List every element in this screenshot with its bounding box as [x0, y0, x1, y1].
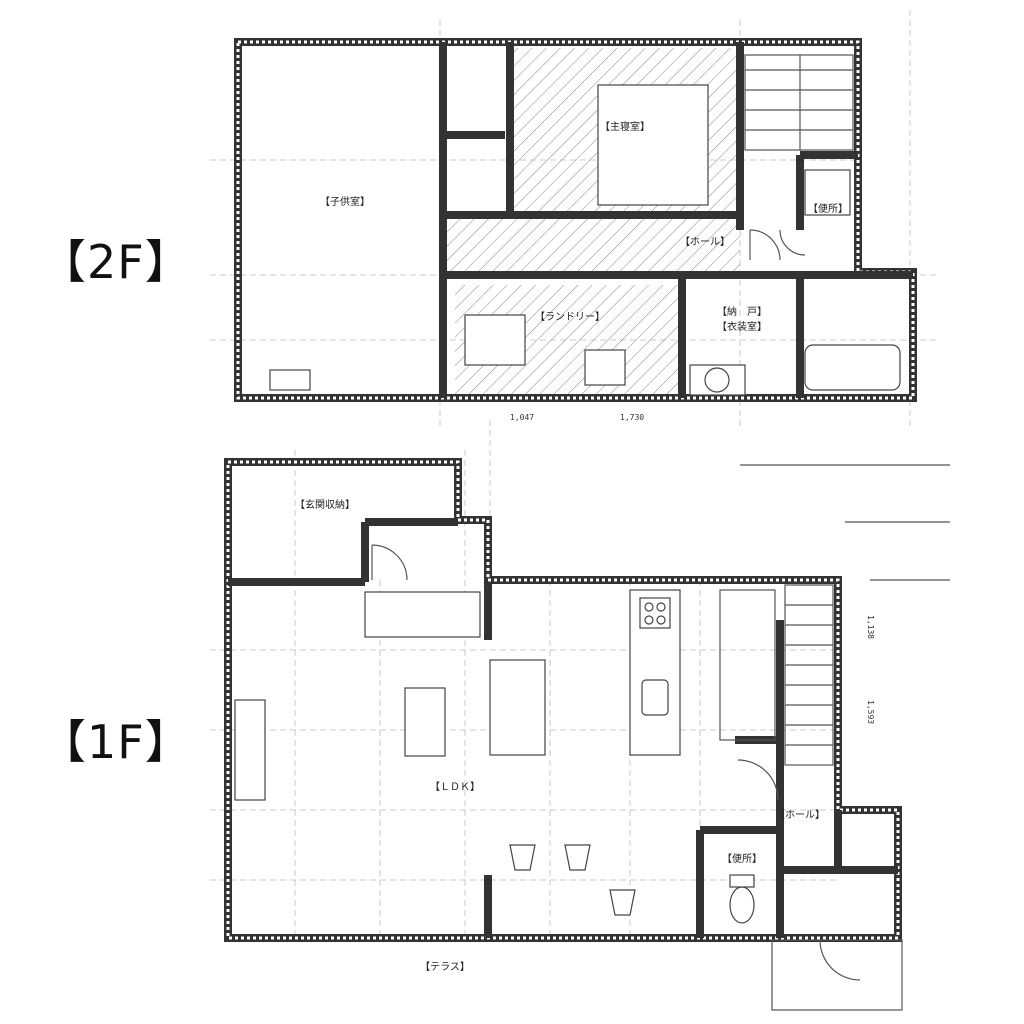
furniture-1f	[234, 591, 636, 916]
guide-lines	[740, 464, 950, 581]
stairs-2f	[744, 54, 854, 151]
room-entrance-storage: 【玄関収納】	[295, 498, 355, 511]
room-hall-2f: 【ホール】	[680, 236, 730, 248]
room-wardrobe: 【衣装室】	[717, 320, 767, 333]
dimension-2f-a: 1,047	[510, 413, 534, 422]
wic-hatch	[445, 215, 740, 275]
room-terrace: 【テラス】	[420, 961, 470, 973]
room-kids: 【子供室】	[320, 195, 370, 208]
floor-label-1f: 【1F】	[40, 715, 192, 769]
room-ldk: 【ＬＤＫ】	[430, 781, 480, 793]
room-laundry: 【ランドリー】	[535, 311, 605, 323]
doors-2f	[749, 229, 806, 261]
entrance-porch	[771, 939, 903, 1011]
floor-label-2f: 【2F】	[40, 235, 192, 289]
doors-1f	[371, 544, 861, 981]
kitchen-counter	[629, 589, 681, 756]
fixtures-2f	[269, 84, 901, 396]
toilet-1f	[729, 874, 755, 924]
dimension-2f-b: 1,730	[620, 413, 644, 422]
interior-walls-2f	[439, 42, 913, 398]
second-floor-plan: 【子供室】 【主寝室】 【ホール】 【ランドリー】 【納 戸】 【衣装室】 【便…	[210, 10, 940, 430]
room-closet: 【納 戸】	[717, 305, 767, 318]
room-toilet-2f: 【便所】	[808, 202, 848, 215]
interior-walls-1f	[228, 518, 898, 938]
room-hall-1f: 【ホール】	[775, 809, 825, 821]
room-toilet-1f: 【便所】	[722, 852, 762, 865]
grid-1f	[210, 420, 840, 940]
room-bedroom: 【主寝室】	[600, 120, 650, 133]
dimension-1f-a: 1,138	[866, 615, 875, 639]
dimension-1f-b: 1,593	[866, 700, 875, 724]
first-floor-plan: 【玄関収納】 【ＬＤＫ】 【ホール】 【便所】 【テラス】 1,138 1,59…	[210, 420, 903, 1011]
stairs-1f	[719, 584, 834, 766]
